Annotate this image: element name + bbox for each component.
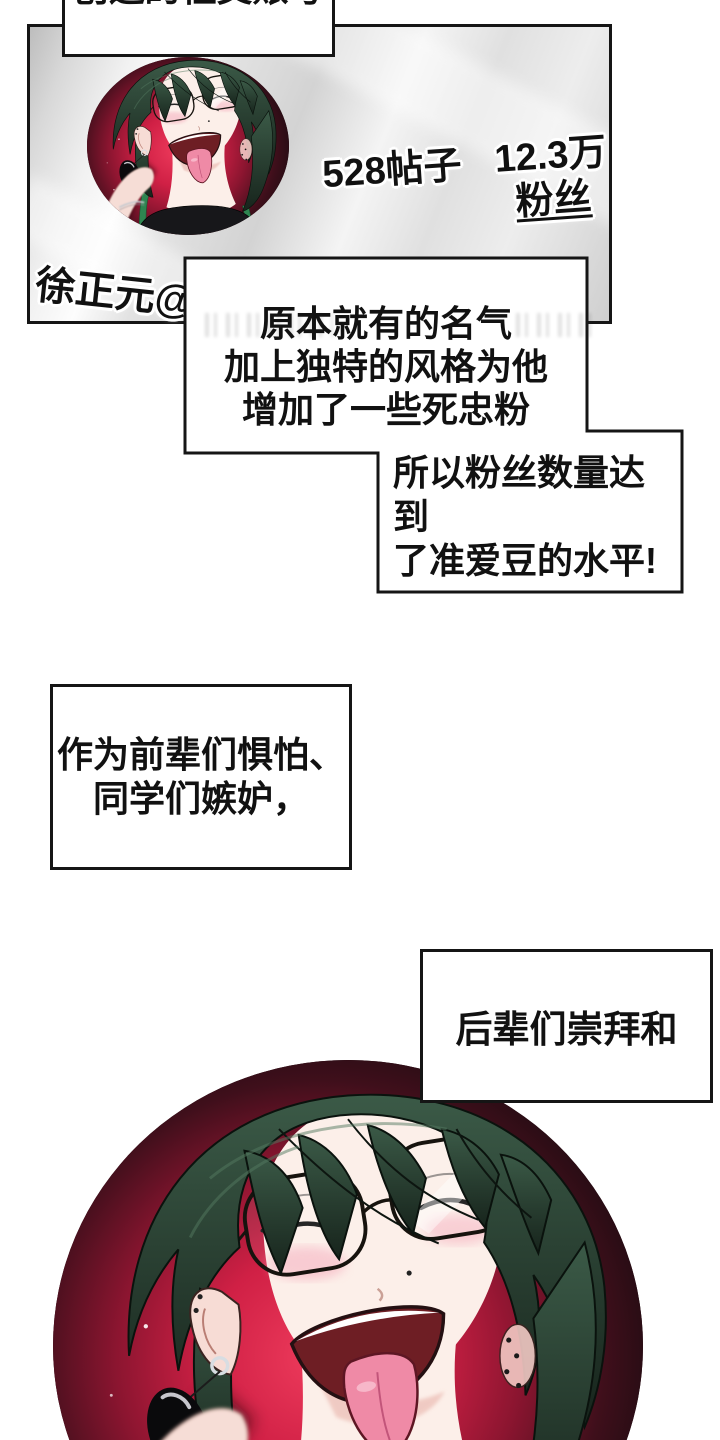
speech-bubble-juniors: 后辈们崇拜和	[420, 949, 713, 1103]
speech-bubble-top: 创造的社交账号	[62, 0, 335, 57]
followers-label: 粉丝	[514, 176, 593, 224]
character-portrait-art	[53, 1060, 643, 1440]
followers-stat: 12.3万 粉丝	[489, 130, 615, 226]
speech-bubble-fans: 所以粉丝数量达到 了准爱豆的水平!	[381, 434, 679, 589]
speech-bubble-elders: 作为前辈们惧怕、 同学们嫉妒，	[50, 684, 352, 870]
followers-count: 12.3万	[493, 131, 608, 181]
speech-line: 同学们嫉妒，	[92, 778, 309, 819]
speech-bubble-fame: 原本就有的名气 加上独特的风格为他 增加了一些死忠粉	[188, 261, 584, 450]
speech-line: 了准爱豆的水平!	[393, 539, 657, 581]
speech-line: 增加了一些死忠粉	[241, 389, 530, 430]
speech-line: 所以粉丝数量达到	[393, 451, 646, 537]
profile-avatar	[87, 57, 289, 235]
speech-bubble-top-text: 创造的社交账号	[65, 0, 332, 12]
speech-line: 加上独特的风格为他	[223, 346, 548, 387]
character-portrait-large	[53, 1060, 643, 1440]
character-portrait-small	[87, 57, 289, 235]
speech-line: 后辈们崇拜和	[455, 1009, 678, 1050]
speech-line: 作为前辈们惧怕、	[56, 734, 345, 775]
posts-count: 528帖子	[321, 144, 464, 197]
speech-line: 原本就有的名气	[259, 303, 512, 344]
